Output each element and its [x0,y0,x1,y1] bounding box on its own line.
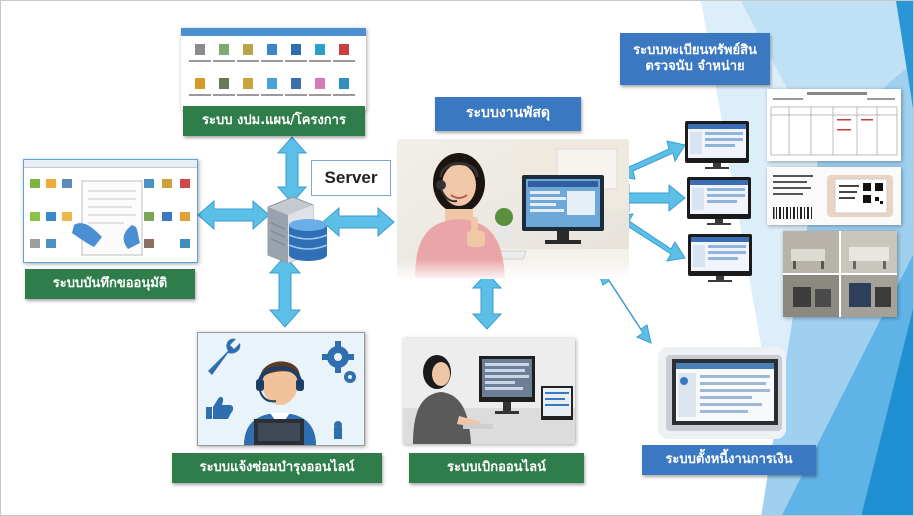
requisition-photo-art [403,338,575,444]
label-budget-plan: ระบบ งปม.แผน/โครงการ [183,106,365,136]
label-repair-report: ระบบแจ้งซ่อมบำรุงออนไลน์ [172,453,382,483]
approval-record-screenshot [23,159,198,263]
furniture-photos [783,231,897,317]
asset-furniture-thumbnail [783,231,897,317]
repair-support-art [198,333,364,445]
arrow-supplies-monitor2 [612,183,686,213]
finance-monitor-art [658,347,786,439]
gear-icon [322,341,356,383]
approval-app-preview [30,179,190,256]
monitor-icon [685,121,749,169]
label-asset-registry-line2: ตรวจนับ จำหน่าย [645,59,745,74]
label-supplies: ระบบงานพัสดุ [435,97,581,131]
asset-barcode-thumbnail [767,167,901,225]
database-icon [288,219,328,261]
wrench-icon [208,338,241,375]
online-requisition-photo [403,338,575,444]
repair-report-illustration [197,332,365,446]
server-label: Server [311,160,391,196]
label-finance-debt: ระบบตั้งหนี้งานการเงิน [642,445,816,475]
arrow-server-supplies [322,206,395,238]
asset-document-thumbnail [767,89,901,161]
arrow-supplies-requisition [471,272,503,330]
barcode-qr-art [767,167,901,225]
arrow-server-repair [268,255,302,328]
label-approval-record: ระบบบันทึกขออนุมัติ [25,269,195,299]
monitor-icon [688,234,752,282]
supplies-photo [397,139,629,279]
app-icon-grid [189,44,355,96]
label-online-requisition: ระบบเบิกออนไลน์ [409,453,584,483]
label-asset-registry-line1: ระบบทะเบียนทรัพย์สิน [633,42,757,58]
asset-document-form [767,89,901,161]
label-asset-registry: ระบบทะเบียนทรัพย์สิน ตรวจนับ จำหน่าย [620,33,770,85]
finance-monitor-photo [658,347,786,439]
budget-plan-screenshot [181,28,366,110]
monitor-icon [687,177,751,225]
supplies-photo-art [397,139,629,279]
thumbs-up-icon [206,396,234,419]
